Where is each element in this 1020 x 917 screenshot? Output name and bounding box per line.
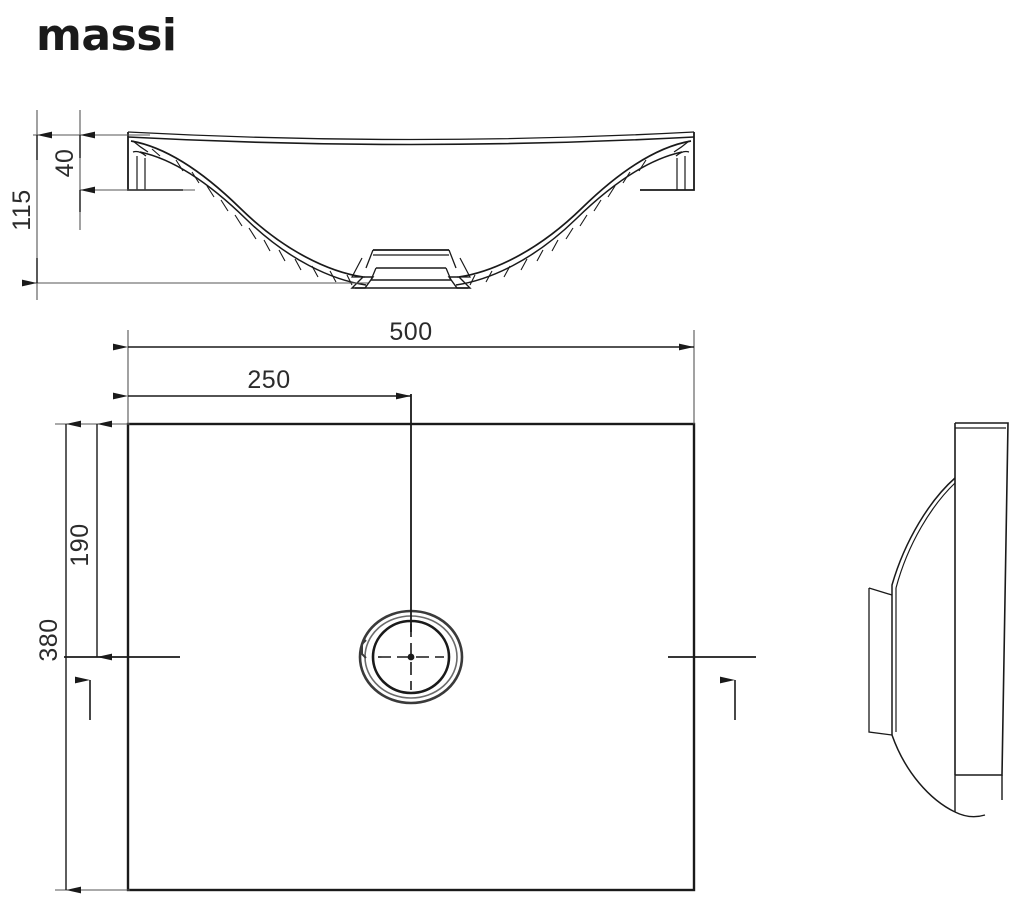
plan-view xyxy=(64,394,756,892)
section-bowl-left-outer xyxy=(130,140,364,278)
section-right-rim-rib-top xyxy=(675,150,690,157)
side-bowl-upper-curve-inner xyxy=(895,482,956,589)
section-rim-top-inner xyxy=(127,131,695,141)
dim-115-label: 115 xyxy=(8,189,36,230)
section-left-rim-rib-top xyxy=(132,150,147,157)
side-bottom-tail xyxy=(954,811,986,818)
section-right-rim-block xyxy=(640,132,695,191)
depth-dimensions-group: 380 190 xyxy=(35,420,130,894)
section-rim-top-outer xyxy=(127,136,695,146)
cross-section-view xyxy=(33,131,695,289)
height-dimensions-group: 115 40 xyxy=(8,110,95,300)
dim-190-label: 190 xyxy=(66,523,94,566)
side-profile-view xyxy=(868,422,1009,818)
dim-250-label: 250 xyxy=(247,366,290,394)
section-left-rim-hatch-a xyxy=(151,148,161,157)
side-drain-boss xyxy=(868,588,893,736)
section-bowl-left-inner xyxy=(139,151,367,286)
dim-40-label: 40 xyxy=(51,149,79,178)
side-back-plate-outer xyxy=(955,422,1009,776)
section-bowl-right-outer xyxy=(458,140,692,278)
section-left-rim-block xyxy=(127,132,183,191)
dim-500-label: 500 xyxy=(389,318,432,346)
drain-center-point xyxy=(407,653,415,661)
side-drain-boss-top xyxy=(868,587,893,596)
section-bowl-right-inner xyxy=(455,151,683,286)
section-bowl-left-hatching xyxy=(175,159,353,286)
side-bowl-upper-curve xyxy=(891,477,956,595)
section-drain-boss xyxy=(350,249,472,289)
side-bowl-lower-curve xyxy=(891,734,956,813)
dim-380-label: 380 xyxy=(35,618,63,661)
brand-logo: massi xyxy=(36,10,177,61)
section-bowl-right-hatching xyxy=(469,159,647,286)
width-dimensions-group: 500 250 xyxy=(113,318,695,424)
drain-overflow-notch xyxy=(361,639,367,659)
